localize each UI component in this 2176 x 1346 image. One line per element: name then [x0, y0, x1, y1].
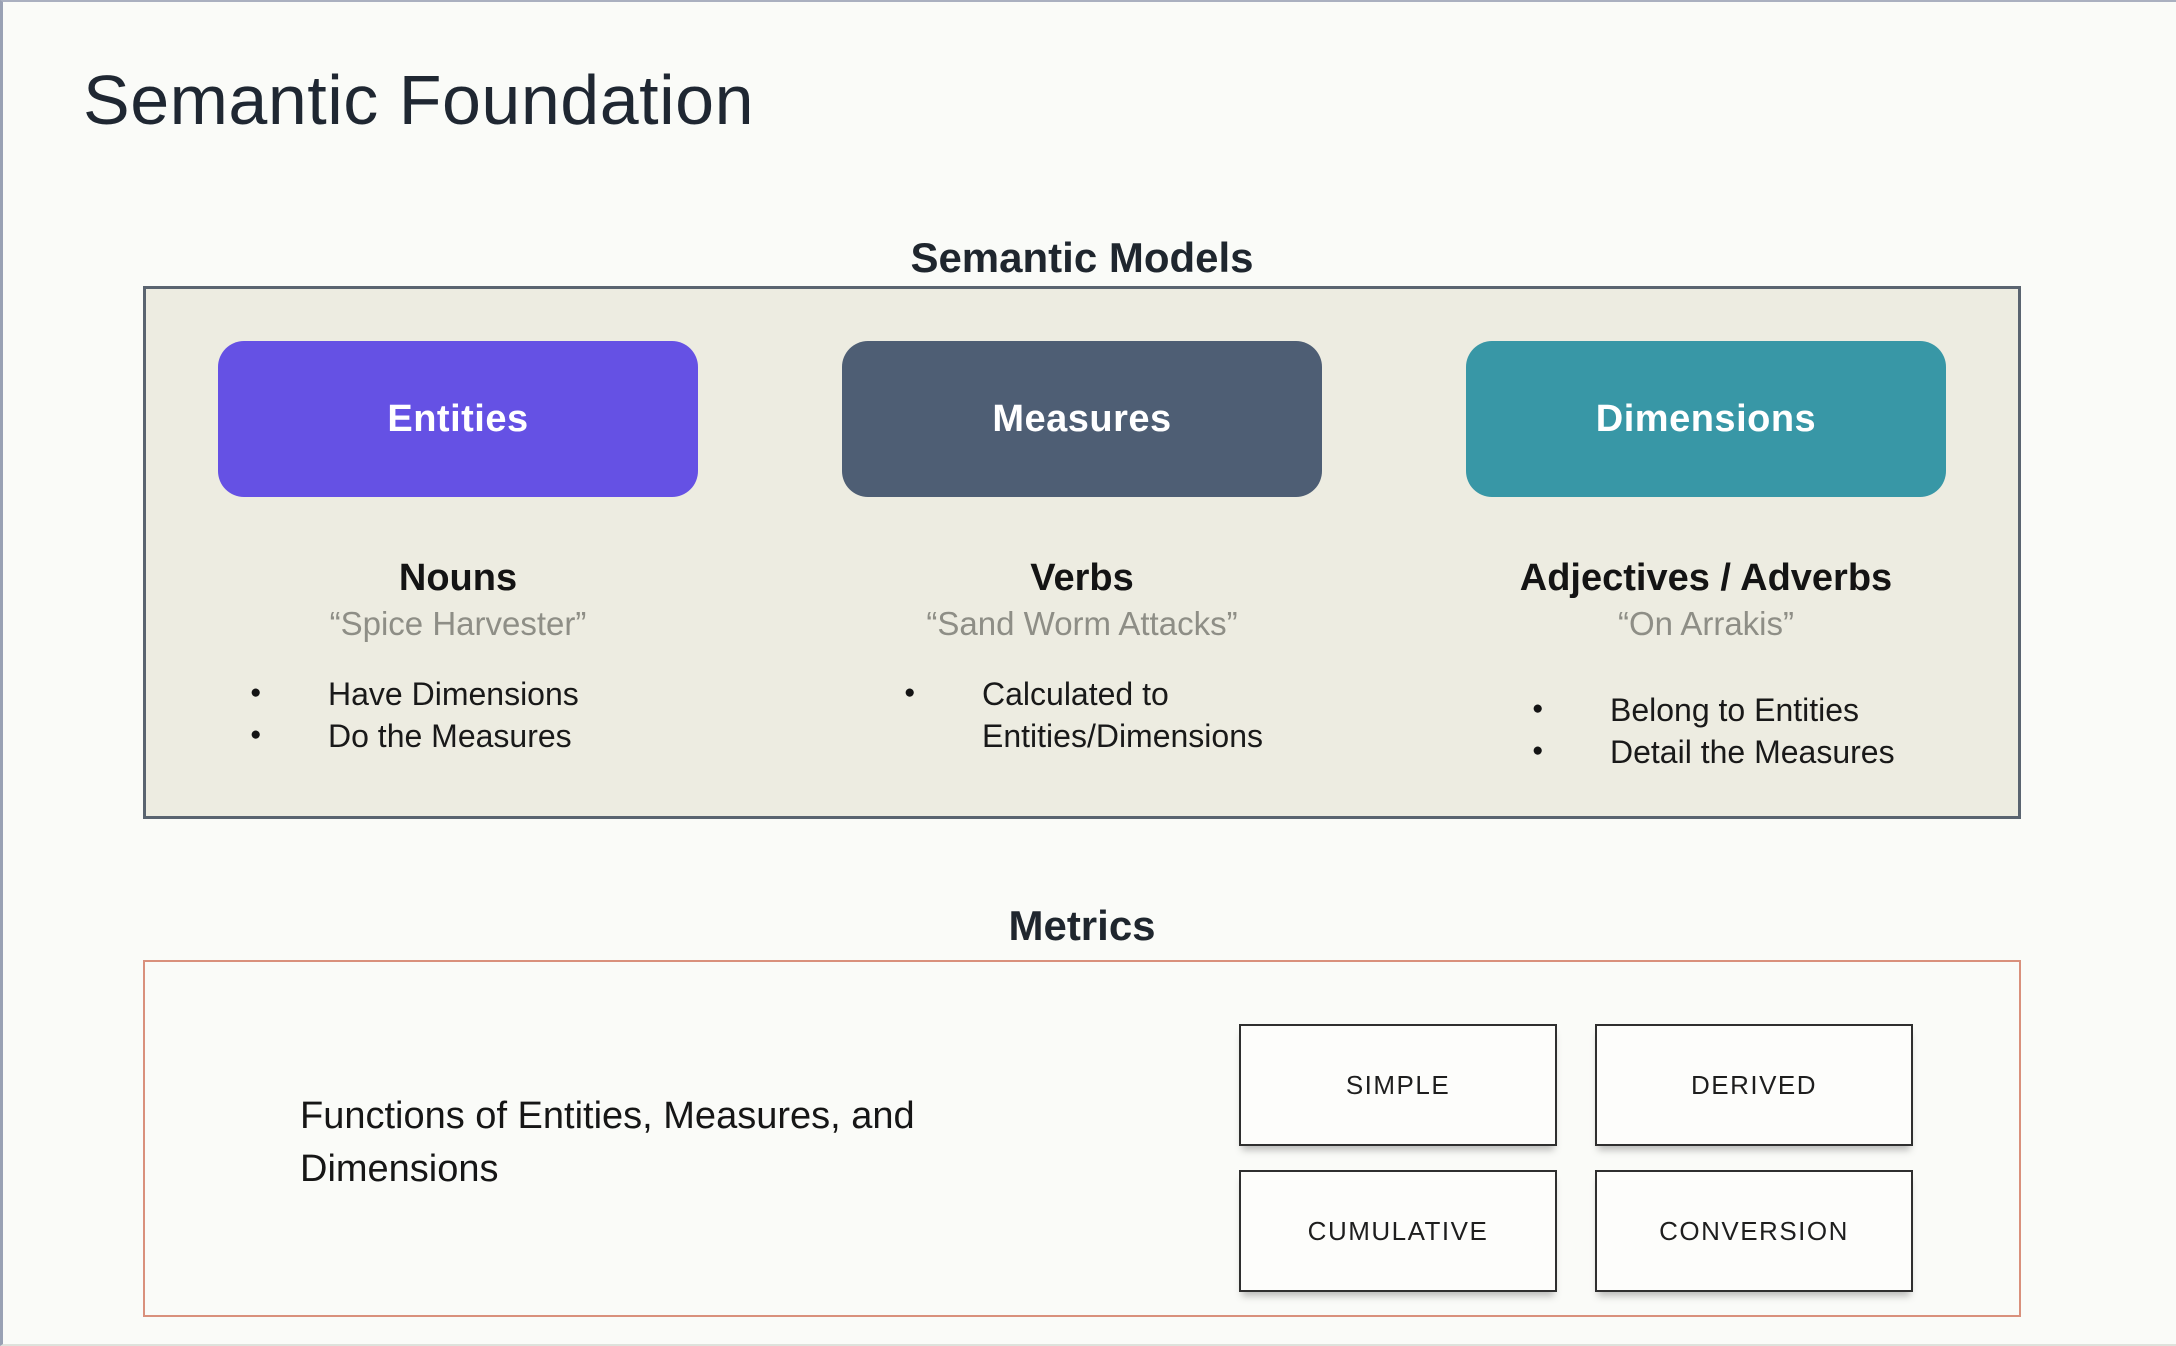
- bullet-item: Belong to Entities: [1532, 689, 1895, 731]
- bullet-item: Calculated to Entities/Dimensions: [904, 673, 1312, 757]
- dimensions-bullet-list: Belong to Entities Detail the Measures: [1532, 689, 1895, 773]
- measures-pill: Measures: [842, 341, 1322, 497]
- semantic-models-panel: Entities Nouns “Spice Harvester” Have Di…: [143, 286, 2021, 819]
- entities-bullet-list: Have Dimensions Do the Measures: [250, 673, 579, 757]
- entities-role: Nouns: [398, 557, 518, 599]
- dimensions-pill: Dimensions: [1466, 341, 1946, 497]
- page-title: Semantic Foundation: [83, 61, 755, 139]
- measures-role: Verbs: [1030, 557, 1134, 599]
- bullet-item: Detail the Measures: [1532, 731, 1895, 773]
- model-column-measures: Measures Verbs “Sand Worm Attacks” Calcu…: [770, 289, 1394, 816]
- model-column-entities: Entities Nouns “Spice Harvester” Have Di…: [146, 289, 770, 816]
- metrics-heading: Metrics: [1008, 902, 1156, 949]
- entities-pill: Entities: [218, 341, 698, 497]
- metric-type-grid: SIMPLE DERIVED CUMULATIVE CONVERSION: [1239, 1024, 1913, 1292]
- metrics-panel: Functions of Entities, Measures, and Dim…: [143, 960, 2021, 1317]
- metric-type-conversion: CONVERSION: [1595, 1170, 1913, 1292]
- semantic-models-heading: Semantic Models: [910, 234, 1254, 281]
- dimensions-example: “On Arrakis”: [1617, 604, 1795, 642]
- metric-type-derived: DERIVED: [1595, 1024, 1913, 1146]
- bullet-item: Do the Measures: [250, 715, 579, 757]
- entities-example: “Spice Harvester”: [329, 604, 587, 642]
- dimensions-role: Adjectives / Adverbs: [1519, 557, 1893, 599]
- measures-bullet-list: Calculated to Entities/Dimensions: [904, 673, 1312, 757]
- metrics-description: Functions of Entities, Measures, and Dim…: [300, 1095, 915, 1191]
- bullet-item: Have Dimensions: [250, 673, 579, 715]
- metric-type-simple: SIMPLE: [1239, 1024, 1557, 1146]
- metric-type-cumulative: CUMULATIVE: [1239, 1170, 1557, 1292]
- measures-example: “Sand Worm Attacks”: [926, 604, 1238, 642]
- model-column-dimensions: Dimensions Adjectives / Adverbs “On Arra…: [1394, 289, 2018, 816]
